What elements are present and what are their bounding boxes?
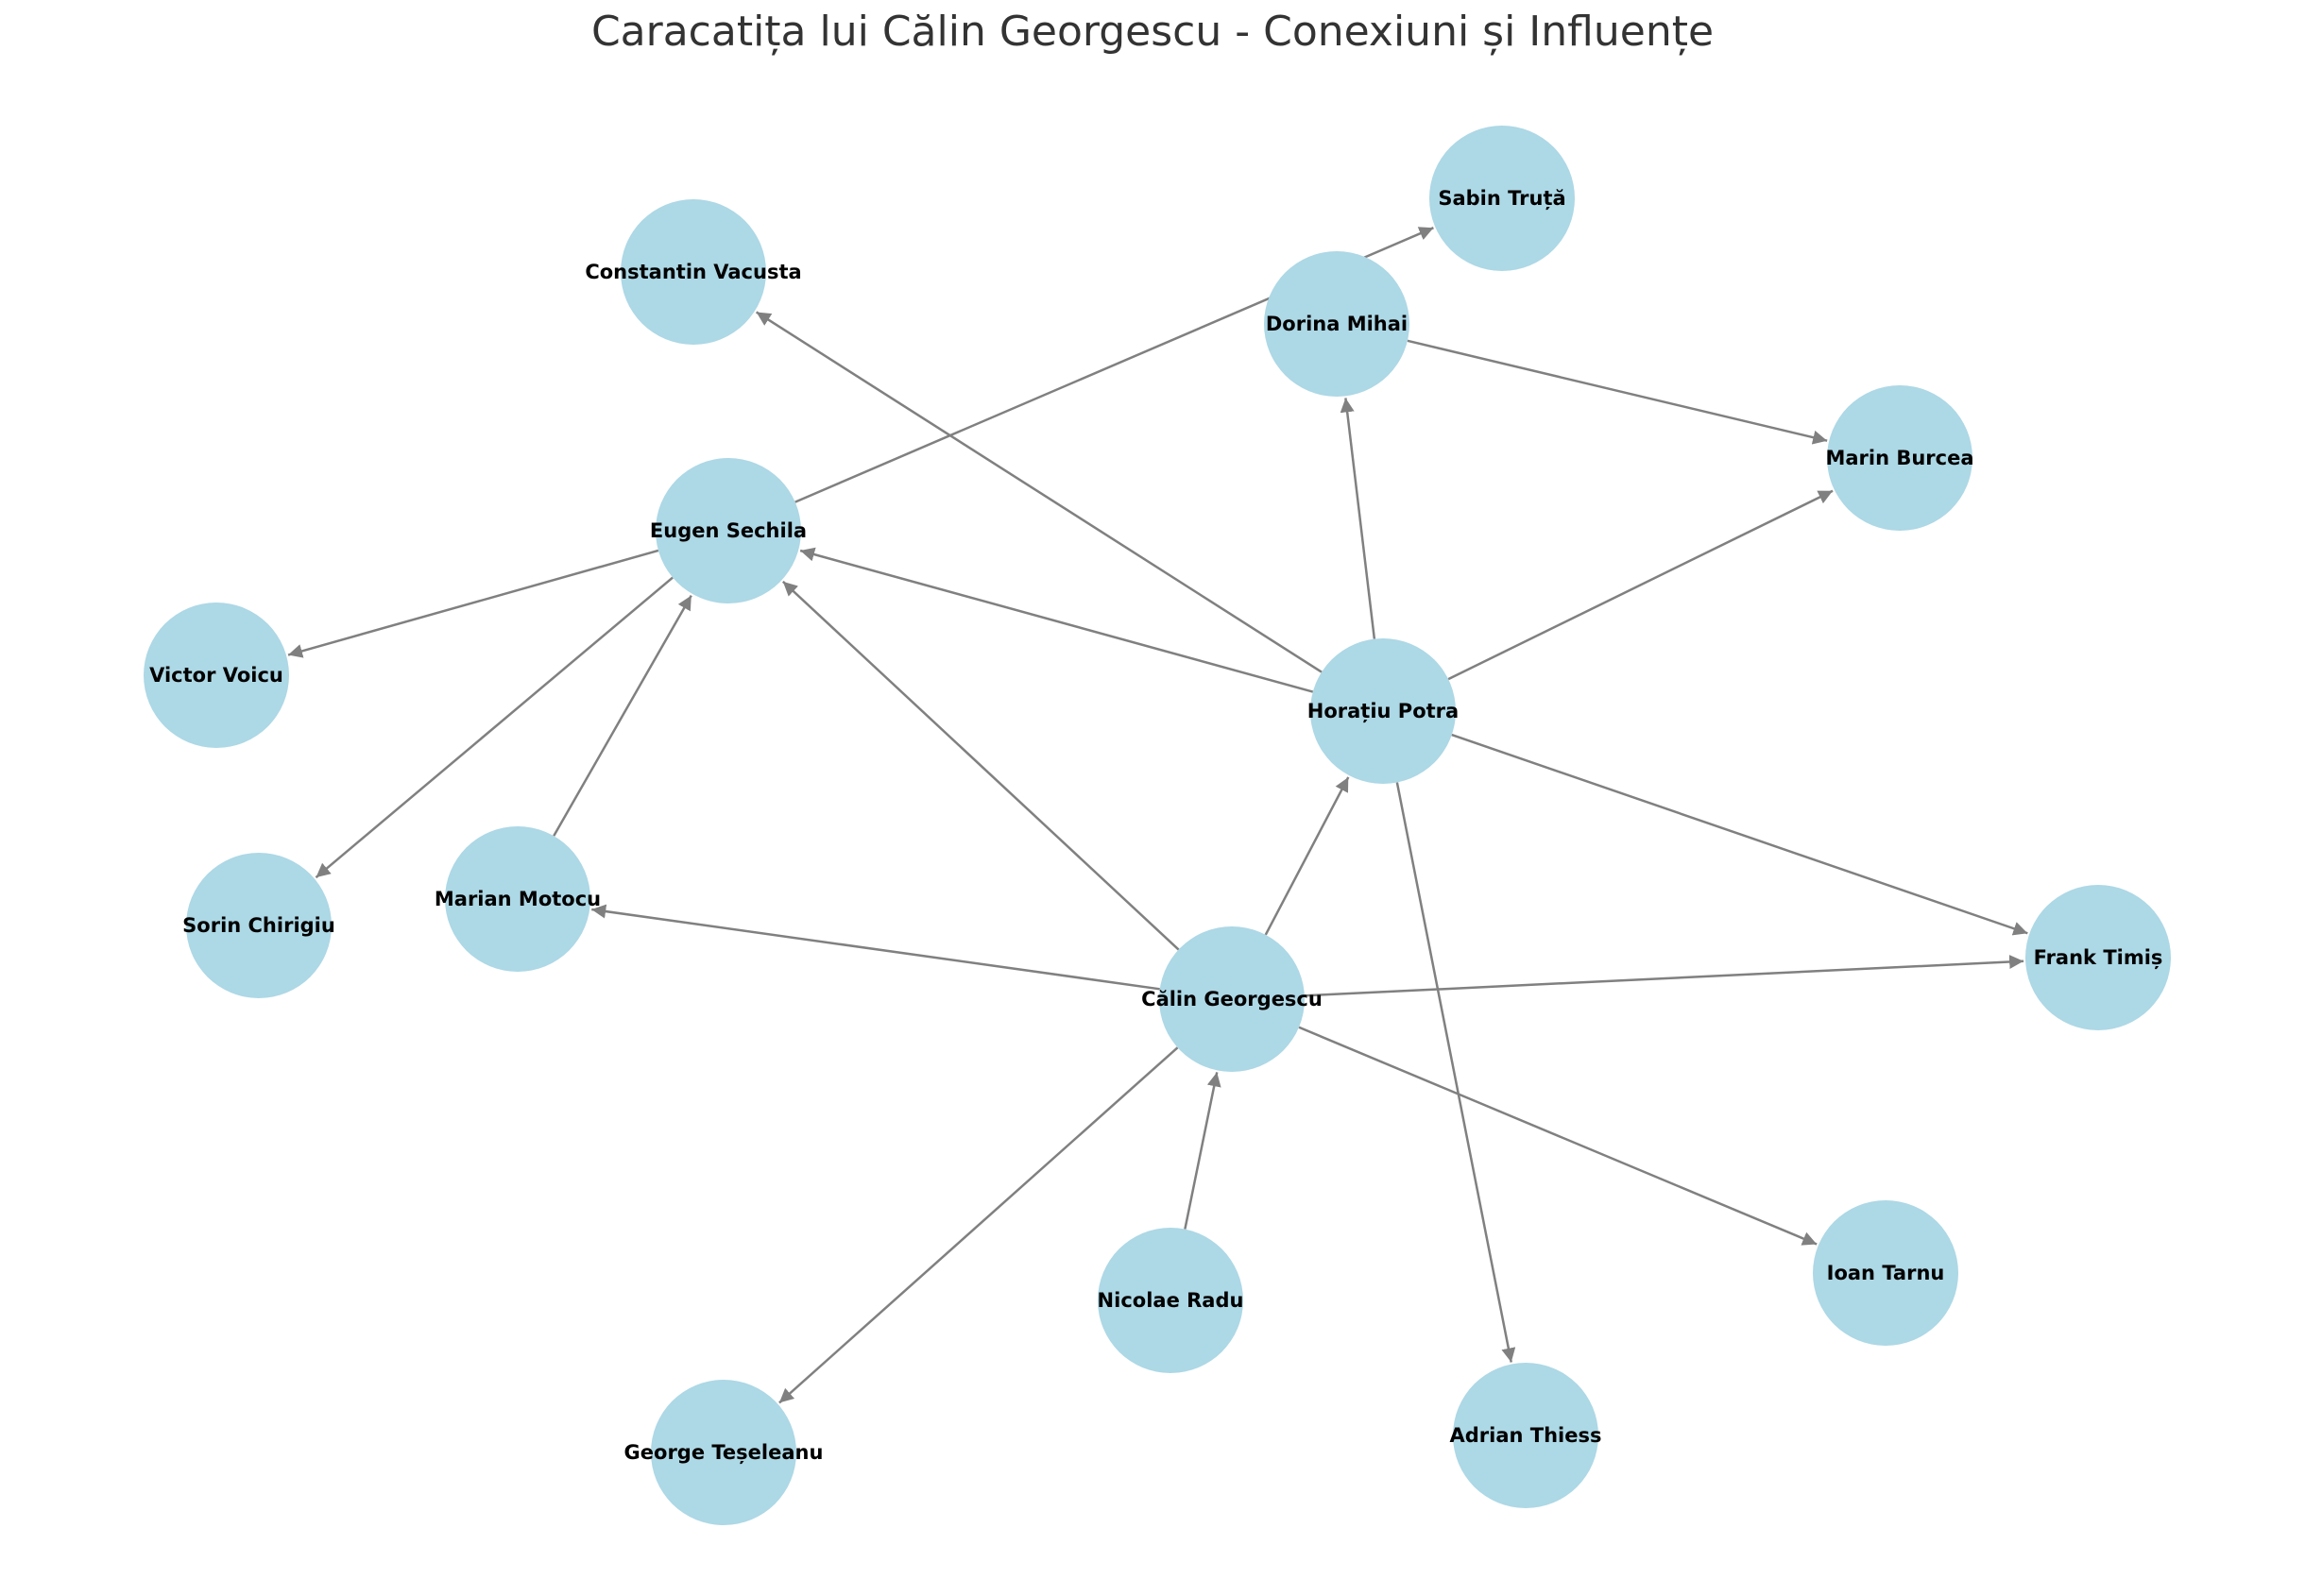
node-label-victor: Victor Voicu <box>149 664 283 687</box>
edge-horatiu-to-constantin <box>755 311 1323 673</box>
node-circle-sabin <box>1429 126 1575 271</box>
edge-dorina-to-marin <box>1407 339 1828 445</box>
edge-calin-to-frank <box>1304 955 2024 997</box>
node-circle-marin <box>1827 385 1972 531</box>
node-sorin: Sorin Chirigiu <box>182 853 335 998</box>
edge-eugen-to-sorin <box>315 576 674 879</box>
node-circle-dorina <box>1264 251 1409 397</box>
edge-calin-to-horatiu <box>1264 776 1350 936</box>
node-circle-horatiu <box>1310 638 1456 784</box>
node-circle-victor <box>144 603 289 748</box>
node-label-dorina: Dorina Mihai <box>1266 313 1408 335</box>
edge-marian-to-eugen <box>553 594 692 837</box>
node-label-eugen: Eugen Sechila <box>650 519 807 542</box>
node-label-marian: Marian Motocu <box>435 888 601 910</box>
node-label-horatiu: Horațiu Potra <box>1307 700 1459 723</box>
edge-calin-to-george <box>778 1046 1179 1404</box>
node-label-george: George Teșeleanu <box>624 1441 824 1464</box>
node-victor: Victor Voicu <box>144 603 289 748</box>
node-constantin: Constantin Vacusta <box>585 199 802 345</box>
node-marian: Marian Motocu <box>435 826 601 972</box>
node-sabin: Sabin Truță <box>1429 126 1575 271</box>
edge-horatiu-to-adrian <box>1395 782 1516 1363</box>
edge-calin-to-marian <box>591 904 1160 991</box>
node-circle-nicolae <box>1098 1228 1243 1373</box>
node-label-marin: Marin Burcea <box>1825 447 1973 469</box>
edge-calin-to-eugen <box>781 580 1180 951</box>
edges-layer <box>287 227 2028 1404</box>
node-circle-constantin <box>621 199 766 345</box>
diagram-title: Caracatița lui Călin Georgescu - Conexiu… <box>590 8 1715 56</box>
nodes-layer: Călin Georgescu Horațiu Potra Eugen Sechil… <box>144 126 2171 1525</box>
node-nicolae: Nicolae Radu <box>1098 1228 1244 1373</box>
edge-eugen-to-victor <box>287 549 659 658</box>
node-label-sorin: Sorin Chirigiu <box>182 914 335 937</box>
node-label-calin: Călin Georgescu <box>1141 988 1323 1010</box>
node-dorina: Dorina Mihai <box>1264 251 1409 397</box>
node-eugen: Eugen Sechila <box>650 458 807 603</box>
edge-horatiu-to-marin <box>1447 489 1834 681</box>
node-circle-calin <box>1159 926 1305 1072</box>
node-circle-eugen <box>656 458 801 603</box>
node-ioan: Ioan Tarnu <box>1813 1200 1958 1346</box>
node-marin: Marin Burcea <box>1825 385 1974 531</box>
edge-horatiu-to-eugen <box>799 547 1314 693</box>
node-circle-george <box>651 1380 796 1525</box>
node-label-frank: Frank Timiș <box>2034 946 2163 969</box>
edge-horatiu-to-dorina <box>1340 398 1376 639</box>
node-circle-ioan <box>1813 1200 1958 1346</box>
node-adrian: Adrian Thiess <box>1450 1363 1602 1508</box>
node-label-sabin: Sabin Truță <box>1438 187 1565 211</box>
node-horatiu: Horațiu Potra <box>1307 638 1459 784</box>
node-circle-sorin <box>186 853 332 998</box>
node-frank: Frank Timiș <box>2025 885 2171 1030</box>
node-circle-frank <box>2025 885 2171 1030</box>
node-label-constantin: Constantin Vacusta <box>585 261 801 283</box>
edge-horatiu-to-frank <box>1451 733 2028 936</box>
node-circle-adrian <box>1453 1363 1598 1508</box>
node-label-adrian: Adrian Thiess <box>1450 1424 1602 1447</box>
edge-calin-to-ioan <box>1298 1026 1818 1246</box>
edge-nicolae-to-calin <box>1184 1072 1221 1230</box>
node-label-ioan: Ioan Tarnu <box>1827 1262 1945 1284</box>
node-circle-marian <box>445 826 590 972</box>
node-calin: Călin Georgescu <box>1141 926 1323 1072</box>
node-george: George Teșeleanu <box>624 1380 824 1525</box>
node-label-nicolae: Nicolae Radu <box>1098 1289 1244 1312</box>
